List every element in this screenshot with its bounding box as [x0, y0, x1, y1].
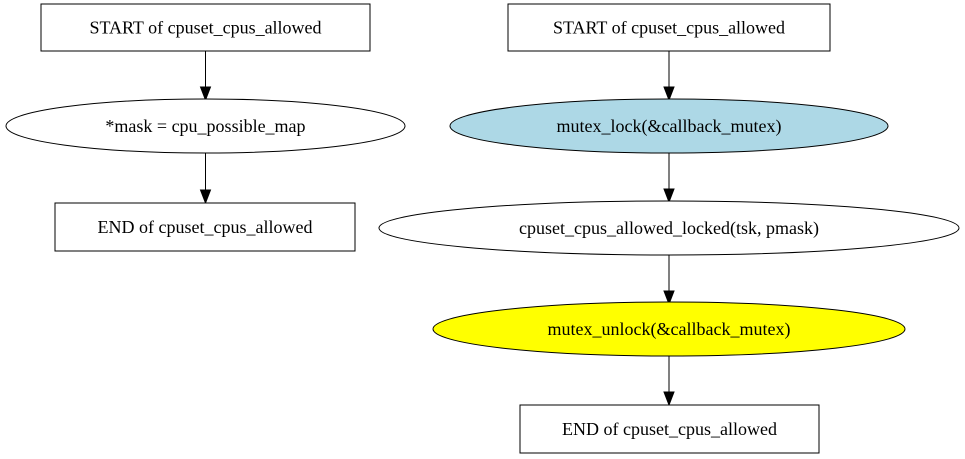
- right-start-label: START of cpuset_cpus_allowed: [553, 18, 785, 38]
- left-end-node: END of cpuset_cpus_allowed: [54, 202, 356, 252]
- right-edge-lock-to-call: [663, 153, 675, 204]
- left-assign-label: *mask = cpu_possible_map: [105, 116, 305, 136]
- right-edge-call-to-unlock: [663, 255, 675, 306]
- left-assign-node: *mask = cpu_possible_map: [5, 98, 406, 154]
- right-locked-call-label: cpuset_cpus_allowed_locked(tsk, pmask): [519, 218, 819, 239]
- left-edge-assign-to-end: [199, 153, 212, 205]
- left-edge-start-to-assign: [199, 51, 212, 102]
- left-start-label: START of cpuset_cpus_allowed: [89, 18, 321, 38]
- right-lock-label: mutex_lock(&callback_mutex): [557, 116, 782, 137]
- left-end-label: END of cpuset_cpus_allowed: [98, 217, 313, 237]
- right-unlock-label: mutex_unlock(&callback_mutex): [548, 319, 791, 340]
- right-end-label: END of cpuset_cpus_allowed: [562, 419, 777, 439]
- right-unlock-node: mutex_unlock(&callback_mutex): [432, 301, 906, 357]
- left-start-node: START of cpuset_cpus_allowed: [40, 3, 371, 52]
- right-end-node: END of cpuset_cpus_allowed: [519, 404, 820, 454]
- right-edge-start-to-lock: [663, 51, 675, 102]
- right-locked-call-node: cpuset_cpus_allowed_locked(tsk, pmask): [378, 200, 960, 256]
- right-lock-node: mutex_lock(&callback_mutex): [449, 98, 889, 154]
- right-start-node: START of cpuset_cpus_allowed: [507, 3, 831, 52]
- right-edge-unlock-to-end: [663, 356, 675, 407]
